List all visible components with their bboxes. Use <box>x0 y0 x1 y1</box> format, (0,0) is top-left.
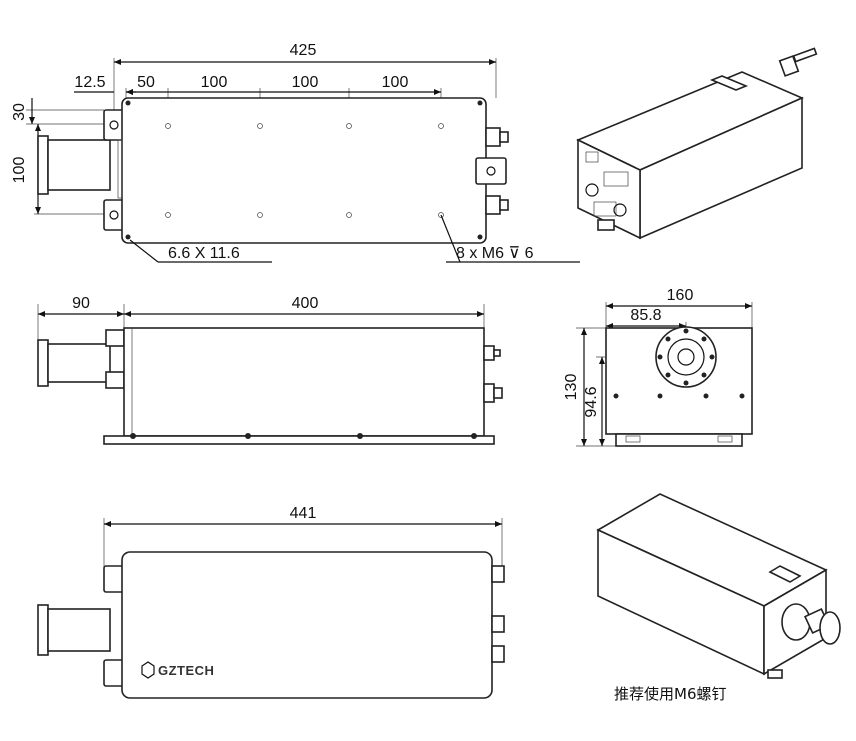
dim-441: 441 <box>290 505 317 522</box>
dim-50: 50 <box>137 74 155 91</box>
side-view: 90 400 <box>37 295 503 445</box>
dim-12-5: 12.5 <box>74 74 105 91</box>
dim-100-b: 100 <box>292 74 319 91</box>
bottom-view: 441 GZTECH <box>37 505 505 699</box>
dim-30-ear: 30 <box>11 103 28 121</box>
top-view: 425 12.5 50 100 100 100 30 30 100 <box>11 42 580 263</box>
thread-callout: 8 x M6 ⊽ 6 <box>456 245 534 262</box>
dim-100-c: 100 <box>382 74 409 91</box>
dim-400: 400 <box>292 295 319 312</box>
svg-text:GZTECH: GZTECH <box>158 663 214 678</box>
gztech-logo: GZTECH <box>141 661 214 679</box>
dim-90: 90 <box>72 295 90 312</box>
dim-100-mount: 100 <box>11 157 28 184</box>
isometric-view-rear <box>576 47 818 240</box>
caption: 推荐使用M6螺钉 <box>614 685 727 703</box>
dim-85-8: 85.8 <box>630 307 661 324</box>
dim-130: 130 <box>563 374 580 401</box>
dim-100-a: 100 <box>201 74 228 91</box>
slot-callout: 6.6 X 11.6 <box>168 245 240 262</box>
dim-94-6: 94.6 <box>583 386 600 417</box>
dim-160: 160 <box>667 287 694 304</box>
dim-425: 425 <box>290 42 317 59</box>
isometric-view-front <box>596 493 841 679</box>
end-view: 160 85.8 130 94.6 <box>563 287 753 447</box>
